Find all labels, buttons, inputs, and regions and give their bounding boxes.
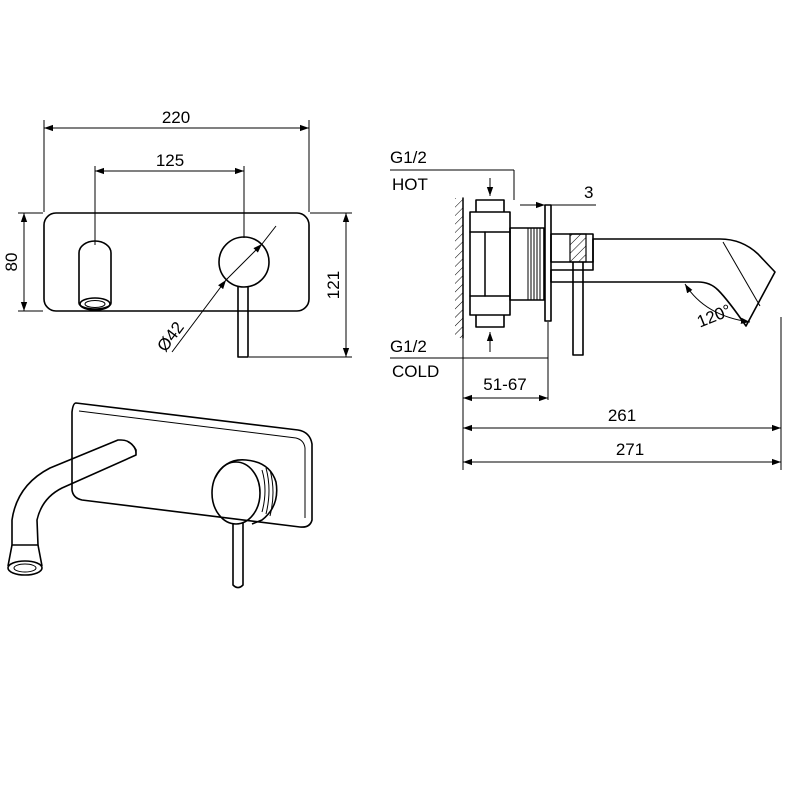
wall-hatch <box>455 198 463 338</box>
angle-label: 120° <box>694 301 734 332</box>
perspective-view <box>7 402 313 589</box>
front-spout-stub <box>78 240 112 311</box>
hot-thread-label: G1/2 <box>390 148 427 167</box>
side-wall-plate <box>544 204 552 322</box>
angle-arc <box>684 283 751 324</box>
perspective-handle <box>211 459 278 589</box>
cold-thread-label: G1/2 <box>390 337 427 356</box>
dim-51-67-label: 51-67 <box>483 375 526 394</box>
side-view <box>455 178 776 356</box>
dim-121-label: 121 <box>324 271 343 299</box>
front-view <box>43 212 310 358</box>
dim-261-label: 261 <box>608 406 636 425</box>
side-dimensions: G1/2 HOT G1/2 COLD 3 51-67 261 271 120° <box>390 148 782 470</box>
dim-220-label: 220 <box>162 108 190 127</box>
dim-3-label: 3 <box>584 183 593 202</box>
perspective-spout <box>11 439 137 546</box>
hot-label: HOT <box>392 175 428 194</box>
valve-body <box>469 211 511 316</box>
side-lever <box>572 262 584 356</box>
front-lever <box>237 286 249 358</box>
perspective-aerator <box>7 560 43 576</box>
thread-lines <box>527 228 541 300</box>
perspective-plate <box>71 402 313 528</box>
dim-diameter-label: Ø42 <box>153 318 188 355</box>
front-wall-plate <box>43 212 310 312</box>
dim-125-label: 125 <box>156 151 184 170</box>
side-handle-knurl <box>569 233 587 263</box>
cold-label: COLD <box>392 362 439 381</box>
dim-80-label: 80 <box>2 253 21 272</box>
dim-271-label: 271 <box>616 440 644 459</box>
front-dimensions: 220 125 80 121 Ø42 <box>2 108 352 358</box>
